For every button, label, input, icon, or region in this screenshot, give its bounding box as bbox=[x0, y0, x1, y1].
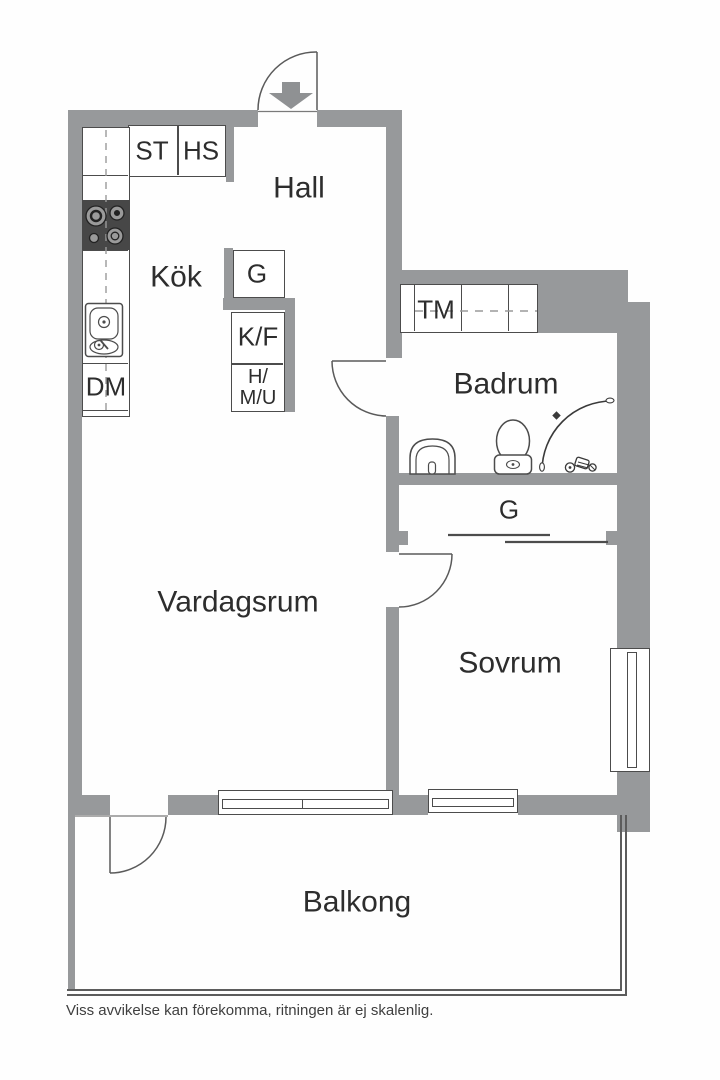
room-label-kitchen: Kök bbox=[150, 260, 202, 294]
room-label-bedroom: Sovrum bbox=[458, 646, 562, 680]
label-fridge-freezer: K/F bbox=[237, 321, 279, 352]
wall-bathroom-bottom bbox=[386, 473, 617, 485]
room-label-hall: Hall bbox=[273, 171, 325, 205]
closet-stub-right bbox=[606, 531, 617, 545]
hall-l-wall-horizontal bbox=[223, 298, 295, 310]
room-label-balcony: Balkong bbox=[302, 885, 412, 919]
label-hmu: H/ M/U bbox=[240, 367, 277, 409]
label-bedroom-closet: G bbox=[498, 494, 520, 525]
bedroom-bottom-window bbox=[428, 789, 518, 813]
living-room-window bbox=[218, 790, 393, 815]
stove-burners-icon bbox=[85, 205, 125, 245]
bedroom-door-arc bbox=[398, 553, 453, 608]
balcony-door-arc bbox=[75, 815, 168, 874]
label-st: ST bbox=[135, 135, 169, 166]
wall-top-left bbox=[68, 110, 258, 127]
closet-sliding-doors bbox=[448, 533, 608, 544]
entrance-arrow-icon bbox=[269, 82, 313, 109]
shower-head-icon bbox=[564, 456, 597, 473]
label-dishwasher: DM bbox=[85, 371, 127, 402]
bathroom-door-arc bbox=[331, 360, 387, 417]
hall-l-wall-vertical bbox=[285, 298, 295, 412]
balcony-left-wall bbox=[68, 815, 75, 991]
kitchen-sink-icon bbox=[84, 302, 124, 358]
wall-right-upper bbox=[617, 302, 650, 648]
bedroom-right-window bbox=[610, 648, 650, 772]
closet-stub-left bbox=[399, 531, 408, 545]
label-washing-machine: TM bbox=[417, 294, 455, 325]
wall-bottom-corner bbox=[68, 795, 110, 815]
room-label-living-room: Vardagsrum bbox=[157, 585, 319, 619]
wall-bottom-3 bbox=[393, 795, 428, 815]
balcony-railing bbox=[67, 815, 627, 996]
bathroom-sink-icon bbox=[409, 438, 456, 475]
wall-bathroom-top bbox=[386, 270, 628, 285]
front-door-arc bbox=[257, 51, 318, 113]
label-hs: HS bbox=[182, 135, 220, 166]
shower-curtain-icon bbox=[539, 397, 615, 472]
hall-closet-box bbox=[233, 250, 285, 298]
wall-bathroom-top-right-block bbox=[538, 285, 628, 333]
wall-bottom-4 bbox=[518, 795, 617, 815]
label-hmu-bottom: M/U bbox=[239, 387, 277, 409]
st-hs-cabinet bbox=[128, 125, 226, 177]
kitchen-wall-stub bbox=[226, 125, 234, 182]
fridge-hmu-cabinet bbox=[231, 312, 285, 412]
hall-closet-stub bbox=[224, 248, 233, 303]
wall-hall-right bbox=[386, 127, 402, 358]
wall-divider-lower bbox=[386, 607, 399, 795]
washer-cabinet-row bbox=[400, 284, 538, 333]
wall-divider-mid bbox=[386, 416, 399, 552]
wall-left bbox=[68, 110, 82, 815]
wall-top-right bbox=[317, 110, 402, 127]
label-hmu-top: H/ bbox=[247, 366, 268, 388]
room-label-bathroom: Badrum bbox=[453, 367, 559, 401]
toilet-icon bbox=[493, 419, 533, 475]
label-hall-closet: G bbox=[246, 258, 268, 289]
disclaimer-text: Viss avvikelse kan förekomma, ritningen … bbox=[66, 1002, 434, 1019]
wall-bottom-2 bbox=[168, 795, 218, 815]
